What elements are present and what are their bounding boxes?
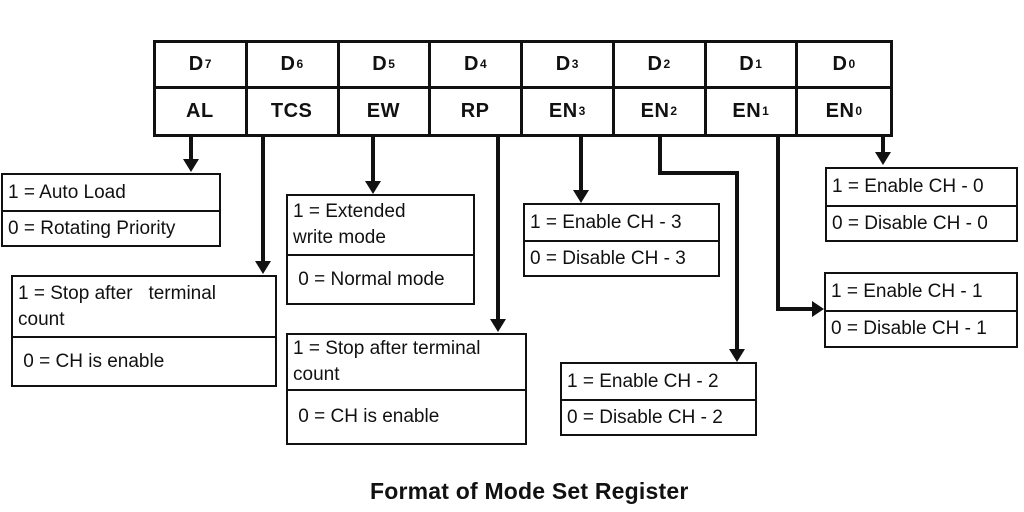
annotation-box-en2: 1 = Enable CH - 2 0 = Disable CH - 2	[560, 362, 757, 436]
arrow-down-icon	[875, 152, 891, 165]
annotation-box-rp: 1 = Stop after terminal count 0 = CH is …	[286, 333, 527, 445]
annotation-box-en0: 1 = Enable CH - 0 0 = Disable CH - 0	[825, 167, 1018, 242]
arrow-down-icon	[365, 181, 381, 194]
arrow-down-icon	[729, 349, 745, 362]
annotation-row: 0 = Normal mode	[293, 268, 445, 290]
arrow-down-icon	[255, 261, 271, 274]
bit-label-text: EN	[825, 99, 855, 122]
annotation-row: 1 = Stop after terminal count	[288, 335, 525, 391]
annotation-box-ew: 1 = Extended write mode 0 = Normal mode	[286, 194, 475, 305]
bit-subscript: 1	[755, 57, 763, 72]
annotation-row: 0 = CH is enable	[293, 406, 440, 428]
bit-name: D	[647, 52, 663, 75]
annotation-row: 1 = Enable CH - 0	[827, 169, 1016, 207]
bit-name: D	[372, 52, 388, 75]
connector-line	[776, 137, 780, 311]
bit-label-subscript: 0	[855, 104, 863, 119]
bit-name: D	[188, 52, 204, 75]
bit-label-subscript: 3	[578, 104, 586, 119]
annotation-row: 1 = Enable CH - 2	[562, 364, 755, 401]
connector-line	[776, 307, 812, 311]
bit-label-rp: RP	[431, 88, 523, 134]
connector-line	[735, 171, 739, 351]
annotation-row: 0 = Disable CH - 3	[530, 247, 686, 269]
bit-subscript: 0	[848, 57, 856, 72]
bit-label-ew: EW	[340, 88, 432, 134]
annotation-row: 0 = Rotating Priority	[8, 217, 176, 239]
bit-label-text: EN	[548, 99, 578, 122]
bit-name: D	[832, 52, 848, 75]
annotation-box-tcs: 1 = Stop after terminal count 0 = CH is …	[11, 275, 277, 387]
bit-name: D	[464, 52, 479, 75]
annotation-row: 1 = Enable CH - 3	[525, 205, 718, 242]
bit-subscript: 7	[204, 57, 212, 72]
bit-subscript: 4	[480, 57, 488, 72]
annotation-row: 0 = Disable CH - 2	[567, 406, 723, 428]
bit-label-text: EN	[640, 99, 670, 122]
arrow-down-icon	[183, 159, 199, 172]
annotation-row: 0 = Disable CH - 0	[832, 212, 988, 234]
bit-subscript: 2	[663, 57, 671, 72]
bit-label-text: EW	[366, 99, 400, 122]
bit-label-subscript: 2	[670, 104, 678, 119]
connector-line	[579, 137, 583, 192]
connector-line	[371, 137, 375, 183]
annotation-row: 1 = Enable CH - 1	[826, 274, 1016, 312]
bit-label-al: AL	[156, 88, 248, 134]
connector-line	[189, 137, 193, 161]
annotation-row: 1 = Auto Load	[3, 175, 219, 212]
bit-label-text: RP	[460, 99, 490, 122]
connector-line	[261, 137, 265, 263]
bit-subscript: 5	[388, 57, 396, 72]
connector-line	[658, 171, 739, 175]
arrow-down-icon	[490, 319, 506, 332]
bit-label-text: AL	[186, 99, 214, 122]
annotation-box-en1: 1 = Enable CH - 1 0 = Disable CH - 1	[824, 272, 1018, 348]
bit-subscript: 3	[571, 57, 579, 72]
diagram-title: Format of Mode Set Register	[370, 478, 689, 504]
annotation-box-en3: 1 = Enable CH - 3 0 = Disable CH - 3	[523, 203, 720, 277]
arrow-right-icon	[812, 301, 824, 317]
bit-label-text: EN	[732, 99, 762, 122]
annotation-row: 0 = CH is enable	[18, 350, 165, 372]
annotation-row: 1 = Stop after terminal count	[13, 277, 275, 338]
bit-name: D	[555, 52, 571, 75]
annotation-row: 0 = Disable CH - 1	[831, 318, 987, 340]
bit-subscript: 6	[296, 57, 304, 72]
bit-label-text: TCS	[270, 99, 313, 122]
connector-line	[881, 137, 885, 154]
bit-label-tcs: TCS	[248, 88, 340, 134]
connector-line	[496, 137, 500, 321]
annotation-row: 1 = Extended write mode	[288, 196, 473, 256]
connector-line	[658, 137, 662, 175]
bit-name: D	[280, 52, 296, 75]
arrow-down-icon	[573, 190, 589, 203]
bit-label-subscript: 1	[762, 104, 770, 119]
bit-name: D	[739, 52, 755, 75]
annotation-box-al: 1 = Auto Load 0 = Rotating Priority	[1, 173, 221, 247]
